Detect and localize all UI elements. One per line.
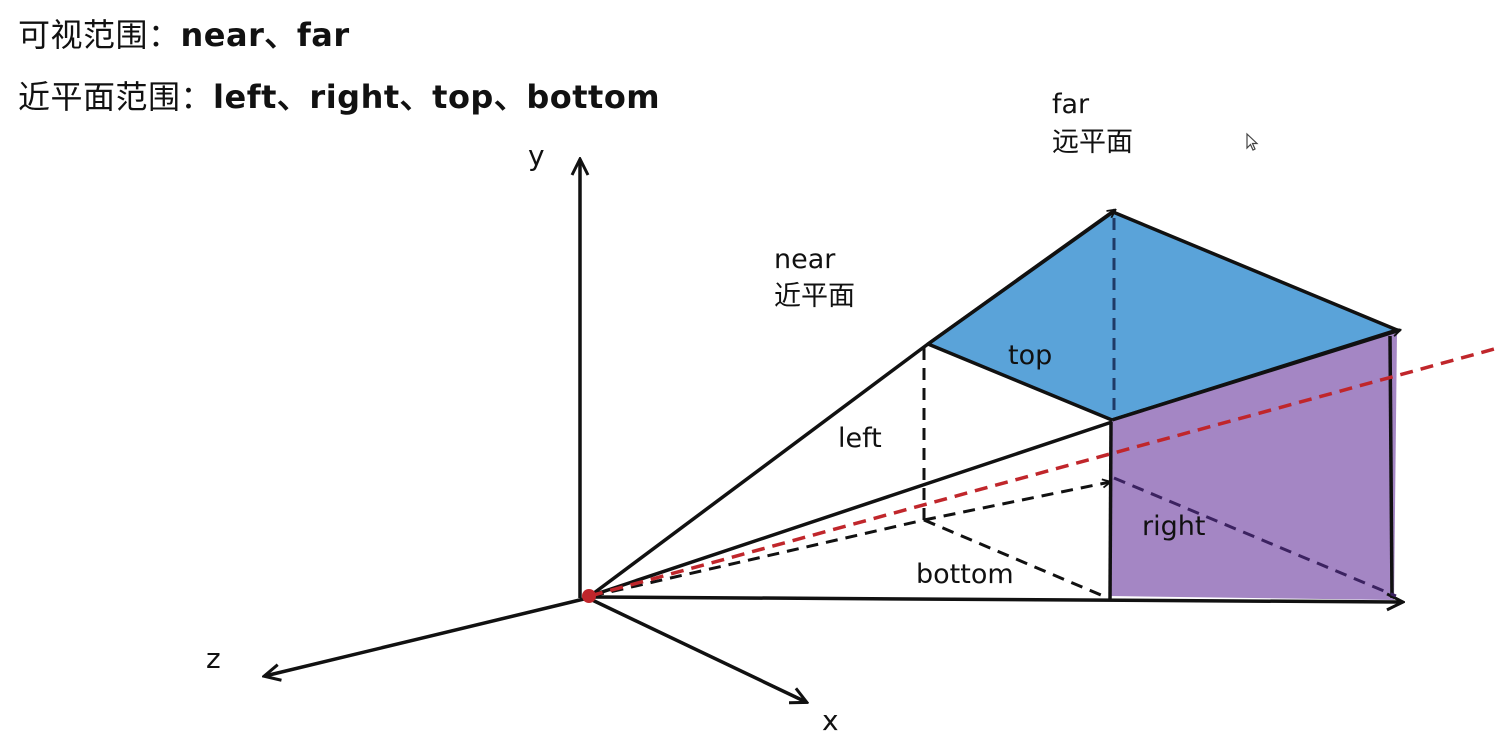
edge-origin-bottom-right	[589, 597, 1402, 602]
far-bottom-diagonal-dashed	[1113, 476, 1397, 598]
near-plane-caption: 近平面	[774, 281, 855, 312]
visible-range-label: 可视范围：	[18, 16, 181, 54]
visible-range-heading: 可视范围：near、far	[18, 10, 350, 56]
z-axis	[265, 596, 589, 676]
origin-point	[582, 589, 596, 603]
right-face-label: right	[1142, 511, 1205, 542]
x-axis	[587, 596, 806, 702]
left-face-label: left	[838, 423, 882, 454]
near-plane-range-heading: 近平面范围：left、right、top、bottom	[18, 72, 660, 118]
mouse-cursor-icon	[1246, 132, 1259, 151]
z-axis-label: z	[206, 642, 221, 675]
near-plane-name: near	[774, 244, 836, 275]
near-plane-range-label: 近平面范围：	[18, 78, 214, 116]
far-plane-caption: 远平面	[1052, 127, 1133, 158]
top-face-label: top	[1008, 340, 1052, 371]
near-plane-range-terms: left、right、top、bottom	[213, 78, 661, 116]
origin-to-near-bottom-left-dashed	[591, 518, 925, 598]
near-bottom-left-to-far-dashed	[923, 482, 1110, 522]
edge-near-top-left-to-far	[926, 210, 1115, 346]
bottom-face-label: bottom	[916, 559, 1014, 590]
y-axis-label: y	[528, 139, 545, 172]
edge-origin-near-top-left	[588, 342, 930, 598]
right-face-near-edge	[1108, 421, 1113, 601]
x-axis-label: x	[822, 704, 839, 737]
near-bottom-dashed-edge	[923, 518, 1109, 600]
visible-range-terms: near、far	[180, 16, 350, 54]
view-axis-dashed-line	[589, 346, 1499, 598]
right-face-far-edge	[1388, 335, 1394, 599]
far-plane-name: far	[1052, 89, 1090, 120]
edge-near-top-right-to-far	[1111, 330, 1400, 422]
edge-origin-near-top-right	[589, 420, 1113, 598]
